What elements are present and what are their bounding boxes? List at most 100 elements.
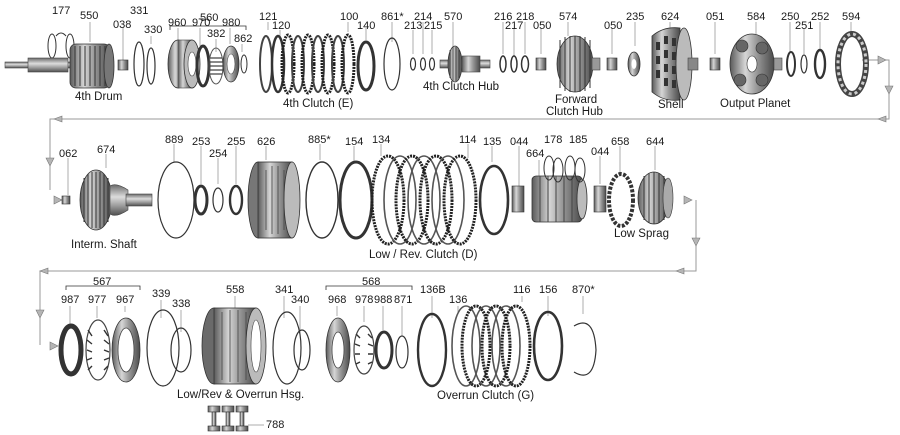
leader-lines (67, 22, 852, 426)
part-062 (61, 195, 71, 205)
label-674: 674 (97, 144, 116, 156)
part-253-255 (193, 184, 244, 216)
label-988: 988 (374, 294, 393, 306)
part-341-340-rings (272, 311, 311, 385)
label-331: 331 (130, 5, 149, 17)
part-250-252 (786, 48, 827, 80)
label-050b: 050 (604, 20, 623, 32)
part-968-piston (325, 317, 351, 383)
label-100: 100 (340, 11, 359, 23)
caption-4th-clutch: 4th Clutch (E) (283, 98, 354, 110)
bracket-560 (169, 25, 247, 30)
part-050b (606, 57, 618, 71)
part-382-spring (208, 47, 224, 85)
part-885 (305, 161, 339, 239)
label-136b: 136B (420, 284, 446, 296)
label-570: 570 (444, 11, 463, 23)
label-977: 977 (88, 294, 107, 306)
label-861: 861* (381, 11, 404, 23)
label-254: 254 (209, 148, 228, 160)
part-558-housing (201, 307, 267, 385)
part-331-330-rings (133, 41, 156, 87)
part-339-338-rings (146, 309, 192, 387)
label-338: 338 (172, 298, 191, 310)
caption-4th-clutch-hub: 4th Clutch Hub (423, 81, 500, 93)
label-550: 550 (80, 10, 99, 22)
part-788-bolts (207, 405, 249, 432)
part-977-spring (85, 319, 111, 381)
label-140: 140 (357, 20, 376, 32)
label-038: 038 (113, 19, 132, 31)
label-558: 558 (226, 284, 245, 296)
label-134: 134 (372, 134, 391, 146)
part-980-862 (222, 45, 248, 83)
caption-low-rev-clutch: Low / Rev. Clutch (D) (369, 249, 478, 261)
label-120: 120 (272, 20, 291, 32)
label-044a: 044 (510, 136, 529, 148)
label-658: 658 (611, 136, 630, 148)
caption-4th-drum: 4th Drum (75, 91, 123, 103)
part-216-218 (499, 55, 530, 73)
label-978: 978 (355, 294, 374, 306)
label-885: 885* (308, 134, 331, 146)
caption-shell: Shell (658, 99, 684, 111)
part-644-low-sprag (637, 171, 674, 225)
flow-arrow-heads (35, 55, 894, 351)
label-235: 235 (626, 11, 645, 23)
label-594: 594 (842, 11, 861, 23)
label-214: 214 (414, 11, 433, 23)
part-987 (58, 323, 84, 377)
label-862: 862 (234, 33, 253, 45)
label-136: 136 (449, 294, 468, 306)
part-960-piston (167, 39, 201, 89)
part-664-carrier (531, 175, 588, 223)
label-871: 871 (394, 294, 413, 306)
label-051: 051 (706, 11, 725, 23)
part-988-871 (374, 330, 409, 370)
label-330: 330 (144, 24, 163, 36)
label-568: 568 (362, 276, 381, 288)
part-574-forward-clutch-hub (556, 35, 601, 93)
label-218: 218 (516, 11, 535, 23)
label-644: 644 (646, 136, 665, 148)
label-116: 116 (513, 284, 531, 296)
part-658 (607, 172, 635, 228)
part-044b (593, 185, 607, 213)
label-340: 340 (291, 294, 310, 306)
part-967 (111, 317, 141, 383)
part-low-rev-clutch-pack (370, 154, 510, 246)
part-044a (511, 185, 525, 213)
label-339: 339 (152, 288, 171, 300)
part-624-shell (651, 27, 699, 101)
part-136b (416, 312, 448, 388)
caption-low-sprag: Low Sprag (614, 228, 669, 240)
part-178-185-rings (543, 155, 586, 183)
label-980: 980 (222, 17, 241, 29)
caption-low-rev-overrun-hsg: Low/Rev & Overrun Hsg. (177, 389, 305, 401)
label-970: 970 (192, 17, 211, 29)
part-889 (157, 161, 195, 239)
label-987: 987 (61, 294, 80, 306)
label-889: 889 (165, 134, 184, 146)
label-050a: 050 (533, 20, 552, 32)
label-251: 251 (795, 20, 814, 32)
part-594-ring-gear (835, 31, 869, 97)
label-967: 967 (116, 294, 135, 306)
label-626: 626 (257, 136, 276, 148)
label-567: 567 (93, 276, 112, 288)
caption-overrun-clutch: Overrun Clutch (G) (437, 390, 535, 402)
bracket-568 (325, 285, 413, 290)
label-216: 216 (494, 11, 513, 23)
label-253: 253 (192, 136, 211, 148)
label-341: 341 (275, 284, 294, 296)
label-584: 584 (747, 11, 766, 23)
label-215: 215 (424, 20, 443, 32)
label-664: 664 (526, 148, 545, 160)
label-177: 177 (52, 5, 71, 17)
label-121: 121 (259, 11, 278, 23)
label-135: 135 (483, 136, 502, 148)
part-584-output-planet (729, 33, 783, 95)
label-213: 213 (404, 20, 423, 32)
